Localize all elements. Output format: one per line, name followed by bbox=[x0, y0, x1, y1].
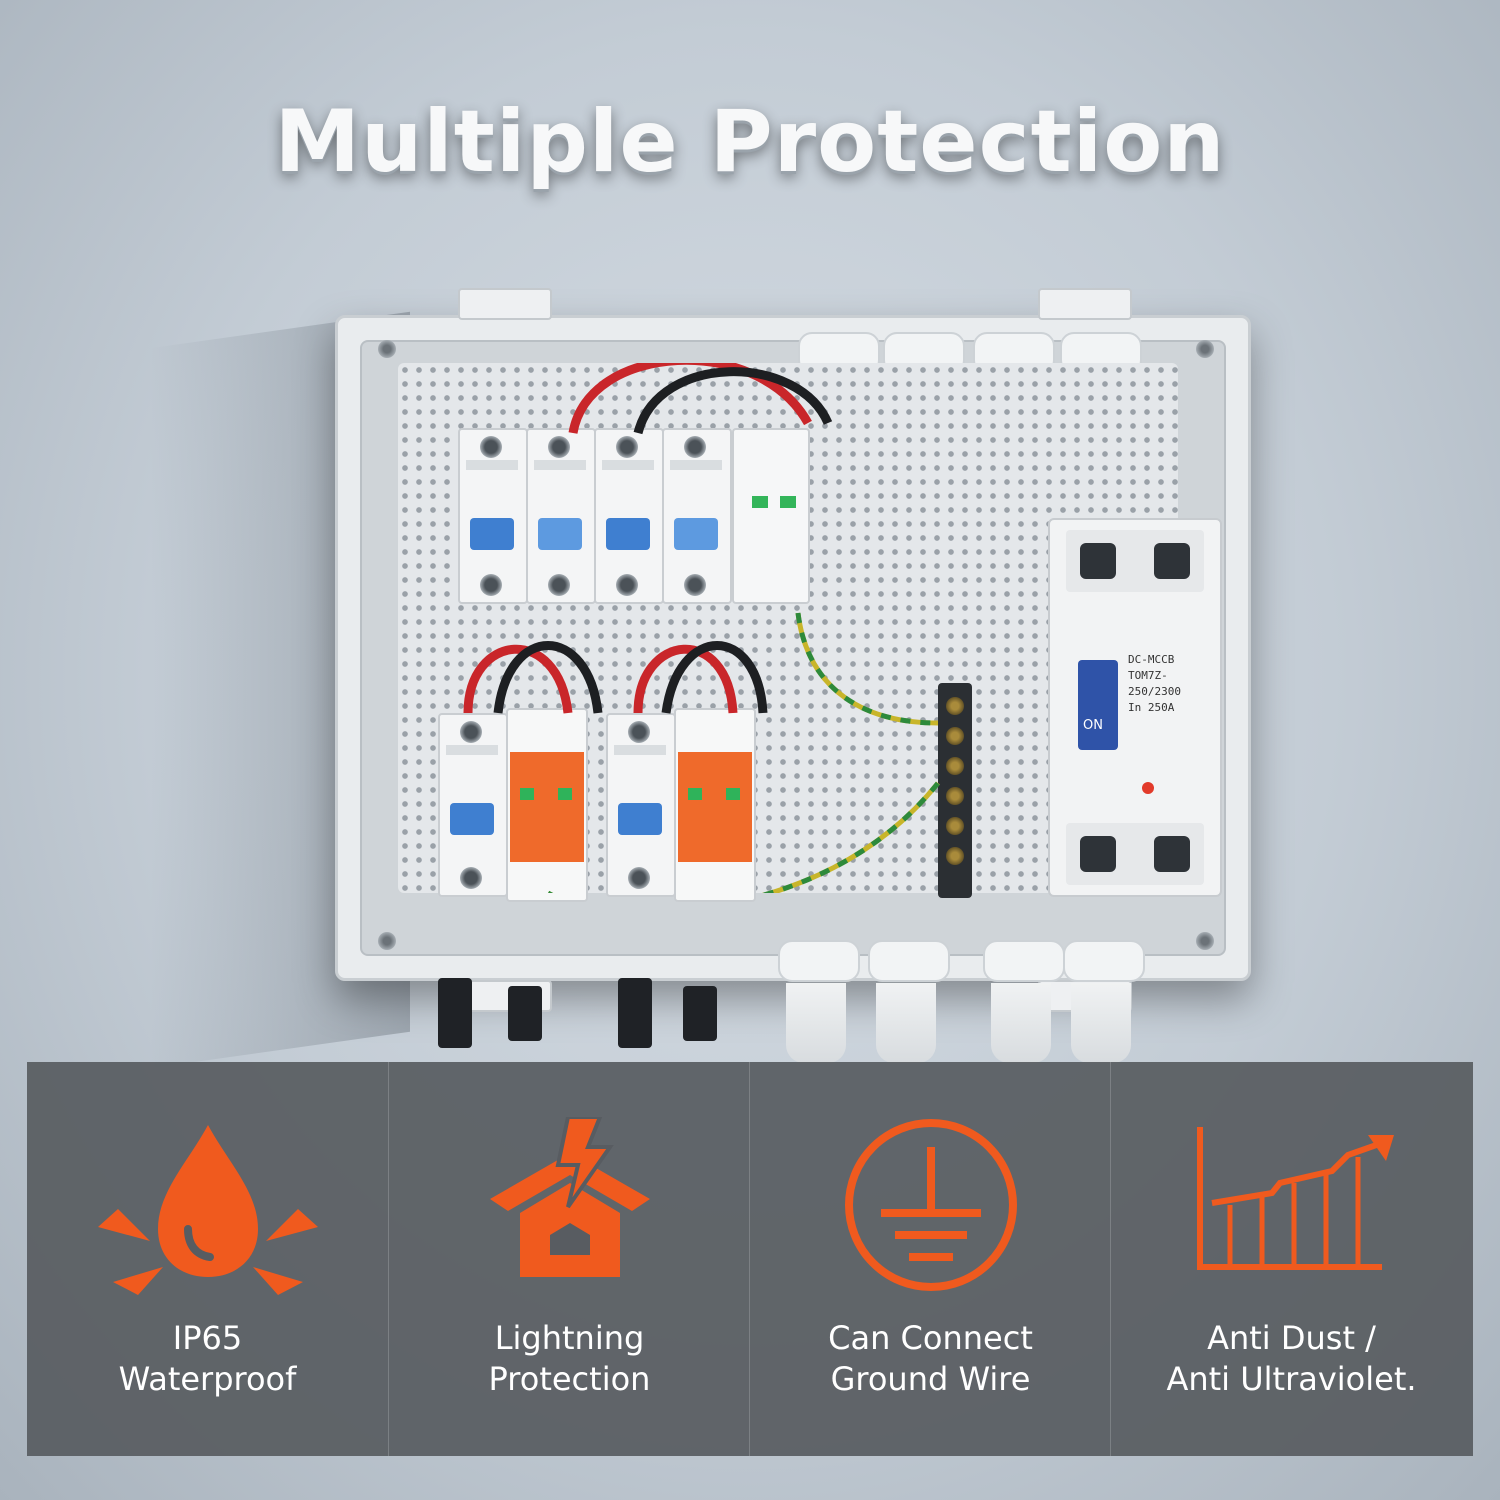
pv-surge-protector bbox=[506, 708, 588, 902]
feature-line2: Protection bbox=[488, 1360, 651, 1398]
cable-gland bbox=[983, 940, 1065, 982]
cable-gland bbox=[778, 940, 860, 982]
feature-lightning: Lightning Protection bbox=[388, 1062, 750, 1456]
gland-tail bbox=[991, 983, 1051, 1063]
circuit-breaker bbox=[662, 428, 732, 604]
dc-circuit-breaker bbox=[606, 713, 676, 897]
ground-busbar bbox=[938, 683, 972, 898]
feature-panel: IP65 Waterproof Lightning Protection Can… bbox=[27, 1062, 1473, 1456]
corner-screw bbox=[1196, 340, 1214, 358]
lid-clip bbox=[1038, 288, 1132, 320]
feature-ground: Can Connect Ground Wire bbox=[749, 1062, 1111, 1456]
feature-waterproof: IP65 Waterproof bbox=[27, 1062, 388, 1456]
water-drop-icon bbox=[97, 1125, 318, 1295]
feature-line1: Anti Dust / bbox=[1207, 1319, 1376, 1357]
mc4-connector bbox=[508, 986, 542, 1041]
feature-line2: Waterproof bbox=[118, 1360, 297, 1398]
mccb-rating-label: In 250A bbox=[1128, 701, 1175, 714]
mc4-connector bbox=[618, 978, 652, 1048]
mccb-switch: ON bbox=[1078, 660, 1118, 750]
dc-mccb: ON DC-MCCB TOM7Z-250/2300 In 250A bbox=[1048, 518, 1222, 897]
mccb-indicator bbox=[1142, 782, 1154, 794]
feature-line1: Can Connect bbox=[828, 1319, 1033, 1357]
gland-tail bbox=[876, 983, 936, 1063]
cable-gland bbox=[868, 940, 950, 982]
perforated-backplate: ON DC-MCCB TOM7Z-250/2300 In 250A bbox=[398, 363, 1222, 902]
mccb-type-label: DC-MCCB bbox=[1128, 653, 1175, 666]
ground-symbol-icon bbox=[844, 1119, 1017, 1291]
combiner-box-enclosure: ON DC-MCCB TOM7Z-250/2300 In 250A bbox=[335, 288, 1251, 1063]
rising-chart-icon bbox=[1196, 1127, 1394, 1270]
feature-anti-uv: Anti Dust / Anti Ultraviolet. bbox=[1110, 1062, 1472, 1456]
mccb-model-label: TOM7Z-250/2300 bbox=[1128, 669, 1181, 698]
wiring bbox=[463, 363, 940, 893]
pv-surge-protector bbox=[674, 708, 756, 902]
gland-tail bbox=[786, 983, 846, 1063]
corner-screw bbox=[378, 340, 396, 358]
circuit-breaker bbox=[458, 428, 528, 604]
feature-line1: IP65 bbox=[172, 1319, 243, 1357]
ac-surge-protector bbox=[732, 428, 810, 604]
corner-screw bbox=[378, 932, 396, 950]
corner-screw bbox=[1196, 932, 1214, 950]
feature-line1: Lightning bbox=[494, 1319, 645, 1357]
lightning-house-icon bbox=[489, 1117, 650, 1277]
lid-clip bbox=[458, 288, 552, 320]
mc4-connector bbox=[438, 978, 472, 1048]
headline: Multiple Protection bbox=[274, 92, 1226, 192]
gland-tail bbox=[1071, 983, 1131, 1063]
cable-gland bbox=[1063, 940, 1145, 982]
feature-line2: Anti Ultraviolet. bbox=[1166, 1360, 1417, 1398]
feature-line2: Ground Wire bbox=[830, 1360, 1031, 1398]
circuit-breaker bbox=[526, 428, 596, 604]
circuit-breaker bbox=[594, 428, 664, 604]
mc4-connector bbox=[683, 986, 717, 1041]
